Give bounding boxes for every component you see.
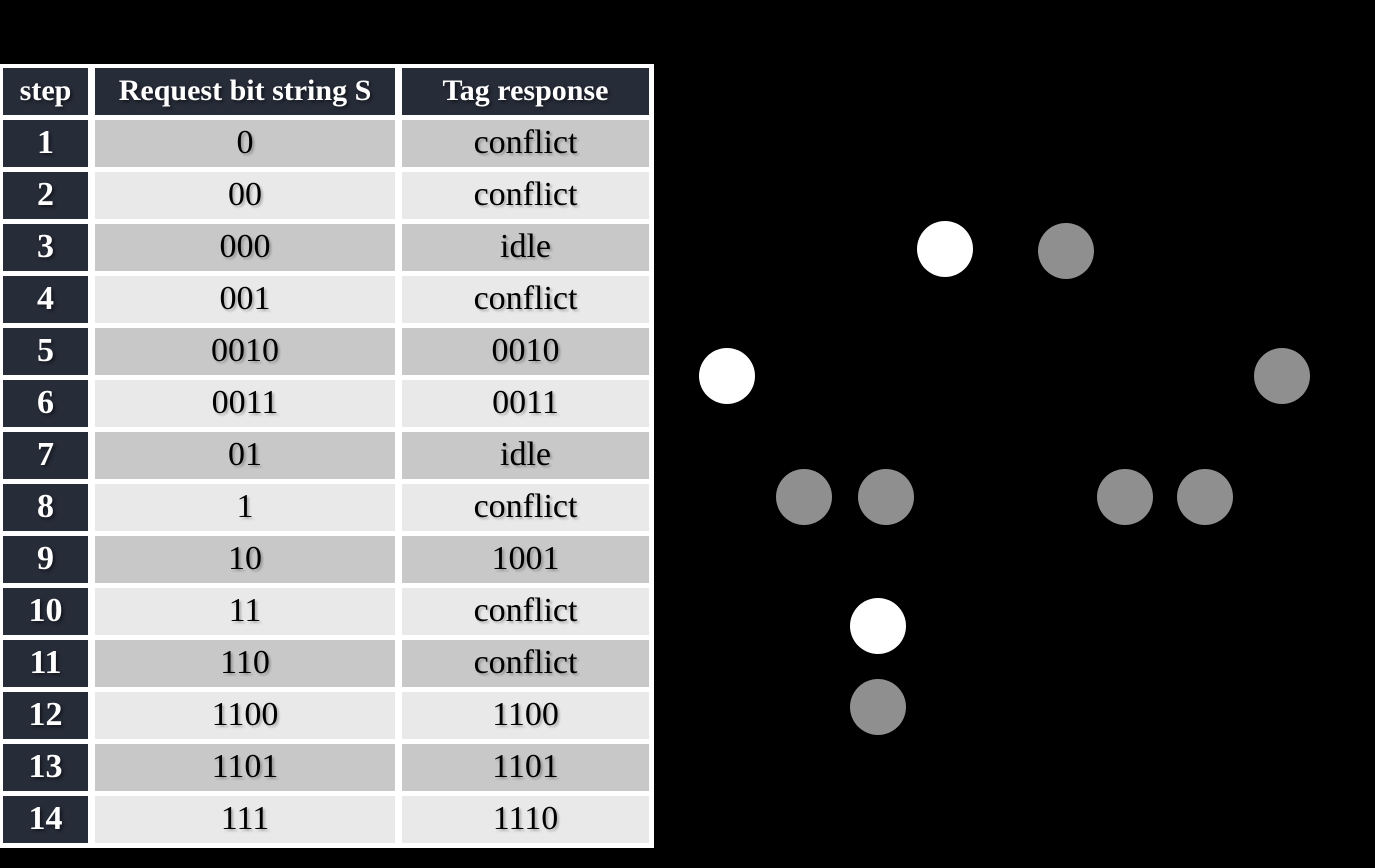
request-cell: 00 — [95, 172, 395, 219]
response-cell: conflict — [402, 588, 649, 635]
request-cell: 1101 — [95, 744, 395, 791]
tree-node-gray — [850, 679, 906, 735]
response-cell: 1001 — [402, 536, 649, 583]
step-cell: 9 — [3, 536, 88, 583]
tree-node-gray — [858, 469, 914, 525]
request-cell: 01 — [95, 432, 395, 479]
step-cell: 2 — [3, 172, 88, 219]
step-cell: 6 — [3, 380, 88, 427]
request-cell: 111 — [95, 796, 395, 843]
response-cell: 0010 — [402, 328, 649, 375]
response-cell: 1101 — [402, 744, 649, 791]
response-cell: conflict — [402, 484, 649, 531]
request-cell: 000 — [95, 224, 395, 271]
response-cell: conflict — [402, 276, 649, 323]
tree-node-gray — [776, 469, 832, 525]
step-cell: 1 — [3, 120, 88, 167]
tree-node-white — [917, 221, 973, 277]
tree-node-gray — [1177, 469, 1233, 525]
step-cell: 3 — [3, 224, 88, 271]
request-cell: 10 — [95, 536, 395, 583]
response-cell: conflict — [402, 120, 649, 167]
response-cell: 0011 — [402, 380, 649, 427]
step-cell: 11 — [3, 640, 88, 687]
column-header-response: Tag response — [402, 68, 649, 115]
request-cell: 0010 — [95, 328, 395, 375]
step-cell: 10 — [3, 588, 88, 635]
response-cell: idle — [402, 224, 649, 271]
response-cell: 1100 — [402, 692, 649, 739]
step-cell: 4 — [3, 276, 88, 323]
request-cell: 11 — [95, 588, 395, 635]
request-cell: 110 — [95, 640, 395, 687]
step-cell: 14 — [3, 796, 88, 843]
response-cell: conflict — [402, 640, 649, 687]
request-cell: 0011 — [95, 380, 395, 427]
tree-node-gray — [1097, 469, 1153, 525]
request-cell: 001 — [95, 276, 395, 323]
column-header-step: step — [3, 68, 88, 115]
tree-node-gray — [1038, 223, 1094, 279]
step-cell: 12 — [3, 692, 88, 739]
response-cell: idle — [402, 432, 649, 479]
response-cell: conflict — [402, 172, 649, 219]
step-cell: 7 — [3, 432, 88, 479]
request-cell: 1100 — [95, 692, 395, 739]
column-header-request: Request bit string S — [95, 68, 395, 115]
response-cell: 1110 — [402, 796, 649, 843]
step-cell: 5 — [3, 328, 88, 375]
tree-node-gray — [1254, 348, 1310, 404]
request-cell: 1 — [95, 484, 395, 531]
tree-node-white — [699, 348, 755, 404]
step-cell: 13 — [3, 744, 88, 791]
step-cell: 8 — [3, 484, 88, 531]
tree-node-white — [850, 598, 906, 654]
request-cell: 0 — [95, 120, 395, 167]
